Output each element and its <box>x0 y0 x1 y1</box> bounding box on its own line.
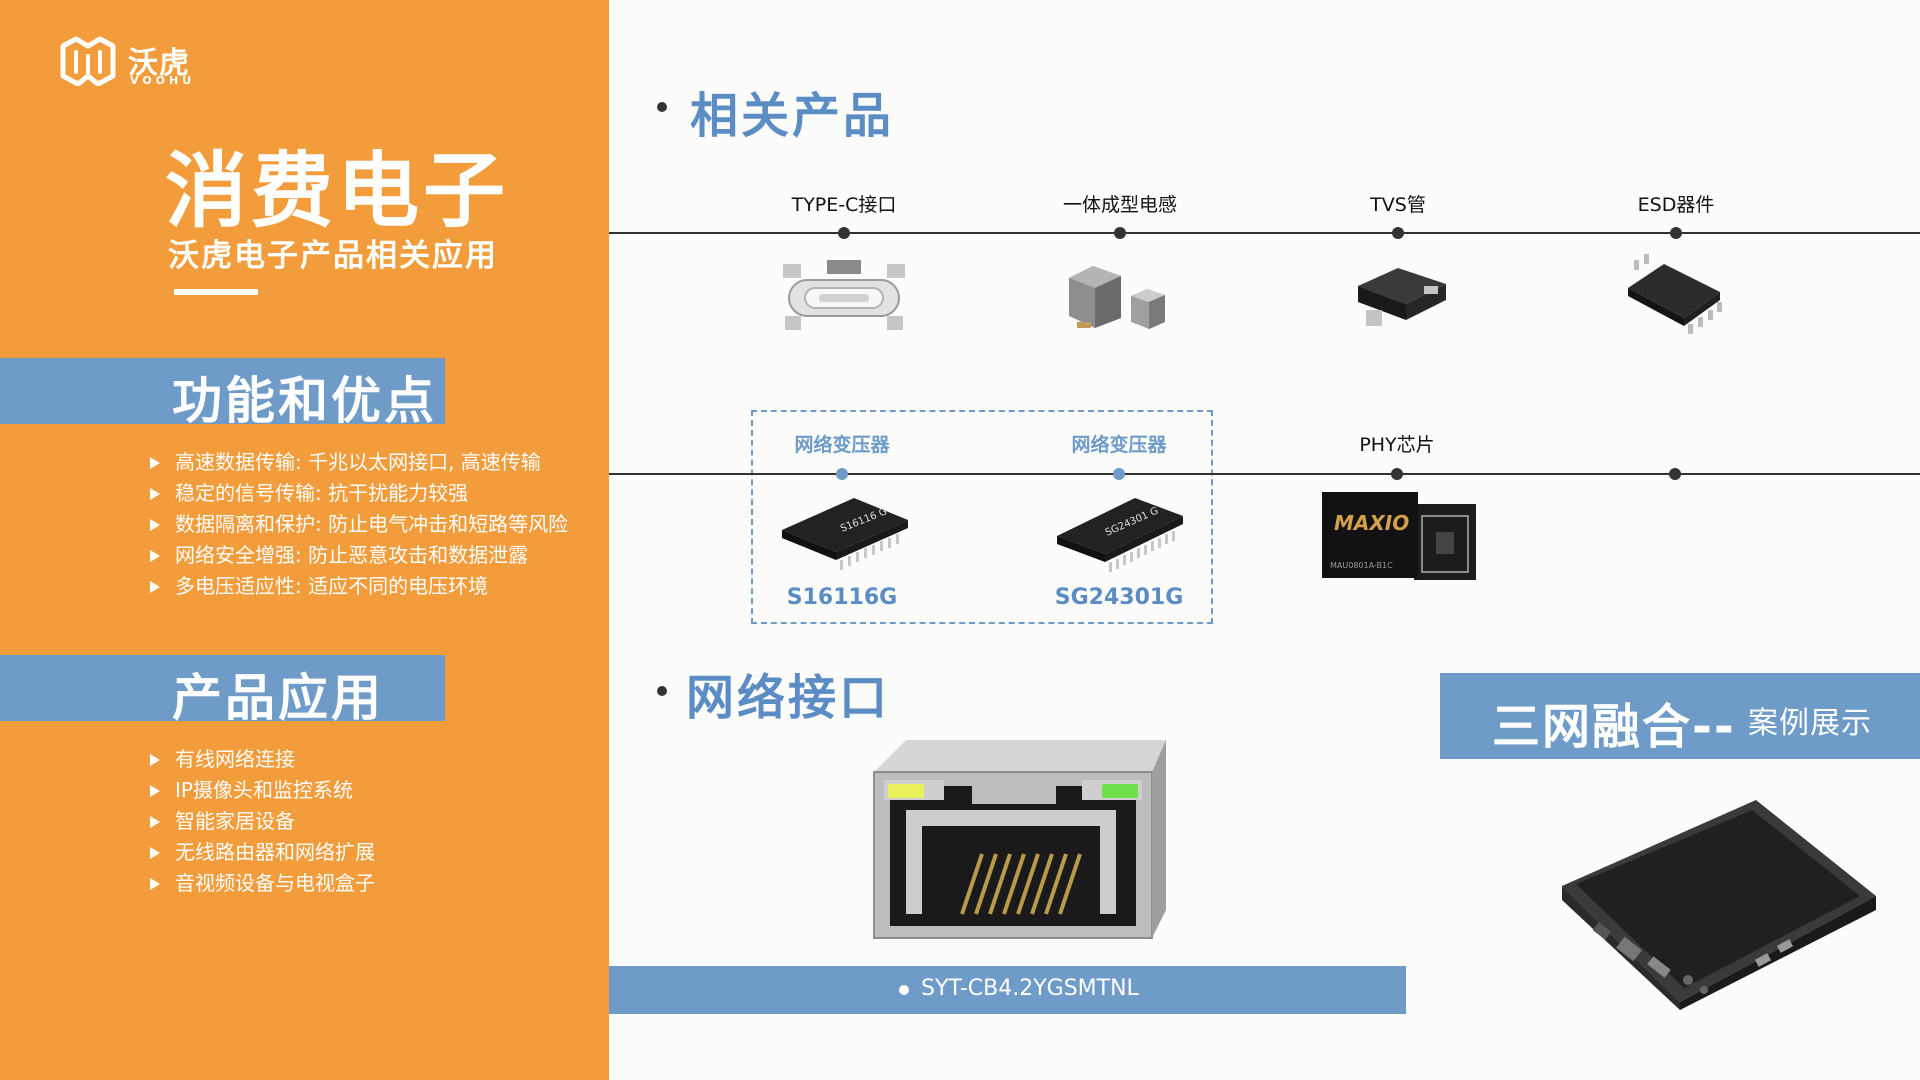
timeline-dot <box>1392 227 1404 239</box>
triangle-bullet-icon <box>150 878 160 890</box>
triangle-bullet-icon <box>150 550 160 562</box>
timeline-dot <box>838 227 850 239</box>
product-label-tvs: TVS管 <box>1370 194 1426 216</box>
page-title: 消费电子 <box>165 144 510 239</box>
product-label-inductor: 一体成型电感 <box>1062 194 1177 216</box>
triangle-bullet-icon <box>150 847 160 859</box>
tv-box-image <box>1562 800 1876 1010</box>
case-showcase-band: 三网融合-- 案例展示 <box>1440 673 1920 759</box>
transformer-group-box <box>751 410 1213 624</box>
list-item: 多电压适应性: 适应不同的电压环境 <box>150 571 568 602</box>
part-number-s16116g: S16116G <box>786 585 898 610</box>
triangle-bullet-icon <box>150 457 160 469</box>
model-bullet <box>899 985 909 995</box>
page-subtitle: 沃虎电子产品相关应用 <box>168 238 498 274</box>
esd-device-image <box>1628 254 1722 334</box>
features-heading: 功能和优点 <box>172 372 437 430</box>
title-underline <box>174 289 258 295</box>
timeline-dot <box>1391 468 1403 480</box>
list-item: 有线网络连接 <box>150 744 375 775</box>
transformer-chip-image: SG24301 G <box>1057 498 1183 572</box>
brand-name-en: VOOHU <box>130 74 196 87</box>
triangle-bullet-icon <box>150 488 160 500</box>
product-label-transformer-2: 网络变压器 <box>1071 434 1167 456</box>
apps-heading: 产品应用 <box>172 669 384 727</box>
network-interface-heading: 网络接口 <box>686 670 891 726</box>
phy-brand-mark: MAXIO <box>1334 511 1409 535</box>
triangle-bullet-icon <box>150 785 160 797</box>
timeline-dot <box>1113 468 1125 480</box>
timeline-dot <box>1114 227 1126 239</box>
phy-chip-image: MAXIO MAU0801A-B1C <box>1322 492 1476 580</box>
list-item: 音视频设备与电视盒子 <box>150 868 375 899</box>
brand-logo: 沃虎 VOOHU <box>58 36 218 88</box>
typec-connector-image <box>783 260 905 330</box>
phy-part-code: MAU0801A-B1C <box>1330 561 1393 570</box>
model-number: SYT-CB4.2YGSMTNL <box>921 976 1139 1001</box>
list-item: 稳定的信号传输: 抗干扰能力较强 <box>150 478 568 509</box>
transformer-chip-image: S16116 G <box>782 498 908 570</box>
part-number-sg24301g: SG24301G <box>1054 585 1184 610</box>
rj45-connector-image <box>873 740 1166 939</box>
apps-heading-band: 产品应用 <box>0 655 445 727</box>
case-title: 三网融合-- <box>1492 699 1736 755</box>
product-label-esd: ESD器件 <box>1637 194 1715 216</box>
timeline-dot <box>1669 468 1681 480</box>
timeline-dot <box>836 468 848 480</box>
triangle-bullet-icon <box>150 754 160 766</box>
product-label-phy: PHY芯片 <box>1359 434 1435 456</box>
brand-name-cn: 沃虎 <box>128 46 190 81</box>
features-heading-band: 功能和优点 <box>0 358 445 430</box>
tvs-diode-image <box>1358 268 1446 326</box>
triangle-bullet-icon <box>150 816 160 828</box>
timeline-row-1 <box>609 232 1920 234</box>
triangle-bullet-icon <box>150 581 160 593</box>
list-item: 高速数据传输: 千兆以太网接口, 高速传输 <box>150 447 568 478</box>
case-subtitle: 案例展示 <box>1748 706 1872 741</box>
model-bar: SYT-CB4.2YGSMTNL <box>609 966 1406 1014</box>
heading-bullet <box>657 686 667 696</box>
voohu-logo-icon <box>60 36 116 86</box>
list-item: 数据隔离和保护: 防止电气冲击和短路等风险 <box>150 509 568 540</box>
timeline-row-2 <box>609 473 1920 475</box>
apps-list: 有线网络连接 IP摄像头和监控系统 智能家居设备 无线路由器和网络扩展 音视频设… <box>150 744 375 899</box>
related-products-heading: 相关产品 <box>690 88 895 144</box>
list-item: 无线路由器和网络扩展 <box>150 837 375 868</box>
features-list: 高速数据传输: 千兆以太网接口, 高速传输 稳定的信号传输: 抗干扰能力较强 数… <box>150 447 568 602</box>
left-panel: 沃虎 VOOHU 消费电子 沃虎电子产品相关应用 功能和优点 高速数据传输: 千… <box>0 0 609 1080</box>
timeline-dot <box>1670 227 1682 239</box>
heading-bullet <box>657 102 667 112</box>
inductor-image <box>1069 266 1165 329</box>
list-item: 网络安全增强: 防止恶意攻击和数据泄露 <box>150 540 568 571</box>
triangle-bullet-icon <box>150 519 160 531</box>
list-item: 智能家居设备 <box>150 806 375 837</box>
product-label-typec: TYPE-C接口 <box>791 194 897 216</box>
list-item: IP摄像头和监控系统 <box>150 775 375 806</box>
product-label-transformer-1: 网络变压器 <box>794 434 890 456</box>
